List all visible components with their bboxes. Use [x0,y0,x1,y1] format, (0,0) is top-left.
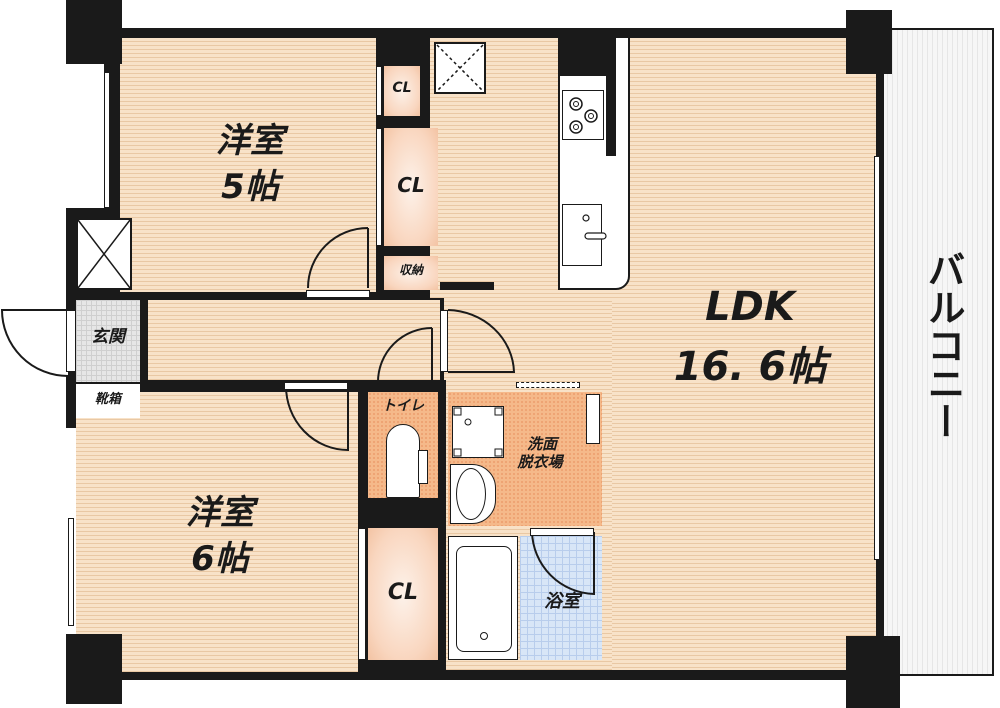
entrance-floor [76,300,140,382]
western-room-6-size: 6帖 [191,539,249,579]
toilet-bowl [386,424,420,498]
western-room-5-label: 洋室 [216,121,284,161]
closet-door-strip[interactable] [376,66,382,116]
closet-door-strip[interactable] [376,128,382,246]
ldk-door-leaf[interactable] [440,310,448,372]
closet-bottom[interactable] [368,528,438,660]
washroom-label-2: 脱衣場 [517,453,563,471]
washroom-label-1: 洗面 [526,435,557,453]
western-room-5-floor [120,38,376,292]
closet-small[interactable] [384,66,420,116]
ldk-floor-top [430,38,560,298]
washbasin-bowl [456,468,486,520]
room6-door-leaf[interactable] [284,382,348,390]
washing-machine-icon [453,407,503,457]
kitchen-side-wall [606,36,616,156]
pipe-shaft-cross-icon [77,219,131,289]
entrance-door-icon[interactable] [0,308,70,378]
washroom-door[interactable] [516,382,580,388]
ldk-size: 16. 6帖 [673,344,827,390]
toilet-door-icon[interactable] [376,326,436,386]
kitchen-back-wall [558,36,608,76]
ldk-floor-lower [612,300,876,670]
vent-cross-icon [436,44,484,92]
bathroom-label: 浴室 [544,591,580,612]
faucet-icon [582,214,607,240]
room5-door-leaf[interactable] [306,290,370,298]
room5-door-icon[interactable] [306,226,372,292]
partition-stub [440,282,494,290]
closet-small-label: CL [392,80,412,96]
pillar-bottom-left [66,634,122,704]
shoe-box [76,384,140,418]
storage-small[interactable] [384,256,438,290]
shoe-box-label: 靴箱 [94,392,121,407]
pillar-top-left [66,0,122,64]
closet-door-strip[interactable] [358,528,366,660]
closet-large-label: CL [397,173,425,197]
closet-bottom-label: CL [387,580,419,605]
ldk-door-icon[interactable] [446,308,516,374]
entrance-door-leaf[interactable] [66,310,76,372]
stove-burner-icon [569,97,598,134]
room6-door-icon[interactable] [284,384,350,454]
ldk-label: LDK [705,284,795,330]
window-room5 [104,72,110,208]
toilet-tank [418,450,428,484]
bathroom-door-icon[interactable] [530,530,600,600]
window-room6 [68,518,74,626]
hallway-floor [148,300,440,380]
entrance-label: 玄関 [91,327,125,347]
bathtub-drain [480,632,488,640]
ldk-floor-mid [444,298,604,380]
washroom-shelf [586,394,600,444]
toilet-label: トイレ [382,398,424,414]
western-room-6-label: 洋室 [186,493,254,533]
bathroom-floor [520,536,602,660]
storage-small-label: 収納 [398,263,423,277]
pillar-bottom-right [846,636,900,708]
closet-large[interactable] [384,128,438,246]
pillar-top-right [846,10,892,74]
window-ldk [874,156,880,560]
western-room-5-size: 5帖 [221,167,279,207]
balcony [876,28,994,676]
balcony-label: バルコニー [921,250,965,440]
bathroom-door-leaf[interactable] [530,528,594,536]
